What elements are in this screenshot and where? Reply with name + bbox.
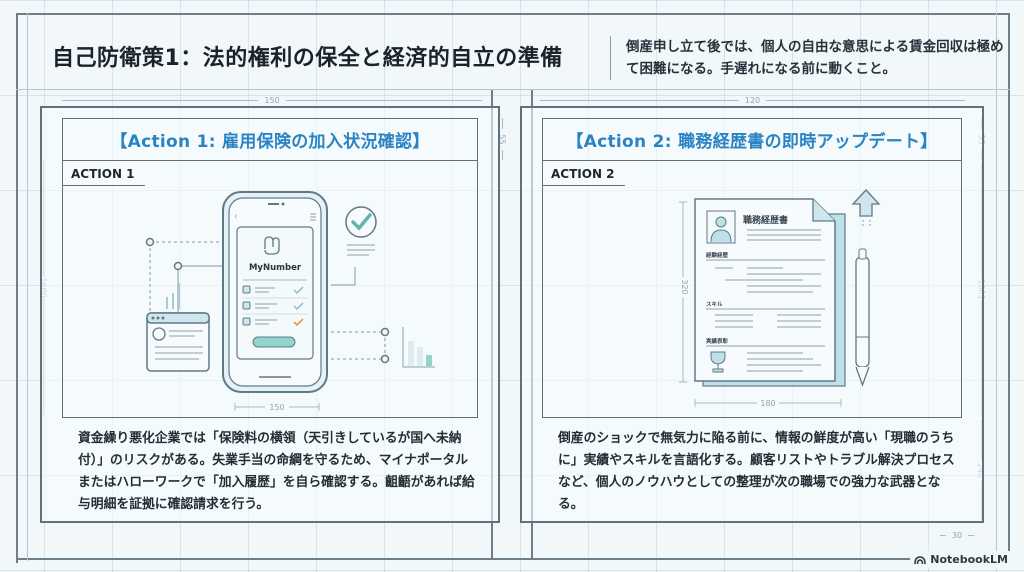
svg-text:スキル: スキル	[706, 301, 723, 308]
inner-frame-right	[996, 13, 997, 561]
svg-text:‹: ‹	[234, 212, 238, 222]
svg-text:職務経歴書: 職務経歴書	[743, 214, 788, 226]
action-panel-2: 【Action 2: 職務経歴書の即時アップデート】 ACTION 2 320	[520, 106, 984, 523]
header-separator	[610, 36, 611, 80]
action-1-tag: ACTION 1	[63, 162, 163, 186]
notebooklm-logo-icon	[914, 555, 927, 564]
header-note: 倒産申し立て後では、個人の自由な意思による賃金回収は極めて困難になる。手遅れにな…	[626, 39, 1004, 77]
header: 自己防衛策1：法的権利の保全と経済的自立の準備 倒産申し立て後では、個人の自由な…	[16, 14, 1010, 90]
upload-arrow-icon	[851, 189, 881, 227]
dimension-panel2-width: 120	[540, 96, 965, 105]
action-2-card: 【Action 2: 職務経歴書の即時アップデート】 ACTION 2 320	[542, 118, 962, 418]
smartphone-icon: ‹ MyNumber	[222, 191, 328, 393]
smartphone-mynumber-illustration: ‹ MyNumber	[145, 191, 435, 412]
action-1-card: 【Action 1: 雇用保険の加入状況確認】 ACTION 1	[62, 118, 478, 418]
page-title: 自己防衛策1：法的権利の保全と経済的自立の準備	[52, 46, 563, 71]
svg-text:320: 320	[680, 279, 689, 294]
action-2-title: 【Action 2: 職務経歴書の即時アップデート】	[543, 119, 961, 161]
svg-text:150: 150	[269, 403, 284, 412]
profile-window-icon	[146, 312, 210, 372]
svg-text:MyNumber: MyNumber	[249, 263, 302, 273]
outer-frame-right	[1008, 13, 1010, 553]
svg-text:経験経歴: 経験経歴	[706, 251, 729, 259]
dimension-title-height-left: 55	[497, 118, 507, 160]
resume-document-icon: 職務経歴書 経験経歴 スキル 実績表彰	[694, 198, 836, 382]
action-1-illustration: ‹ MyNumber	[63, 187, 477, 417]
pen-icon	[855, 248, 870, 387]
svg-text:180: 180	[760, 399, 775, 408]
check-circle-icon	[345, 206, 377, 256]
outer-frame-bottom	[16, 558, 1010, 560]
inner-frame-left	[27, 13, 28, 561]
notebooklm-brand: NotebookLM	[910, 551, 1012, 568]
action-2-tag: ACTION 2	[543, 162, 643, 186]
bar-chart-icon	[402, 327, 435, 368]
action-2-description: 倒産のショックで無気力に陥る前に、情報の鮮度が高い「現職のうちに」実績やスキルを…	[558, 431, 955, 512]
outer-frame-top	[16, 13, 1010, 15]
header-divider	[16, 89, 1010, 90]
action-1-title: 【Action 1: 雇用保険の加入状況確認】	[63, 119, 477, 161]
trophy-icon	[710, 351, 726, 373]
outer-frame-left	[16, 13, 18, 563]
action-1-description: 資金繰り悪化企業では「保険料の横領（天引きしているが国へ未納付）」のリスクがある…	[78, 431, 475, 512]
dimension-panel1-width: 150	[62, 96, 482, 105]
resume-document-illustration: 320 職務経歴書 経験経歴	[679, 189, 881, 408]
svg-text:実績表彰: 実績表彰	[706, 337, 729, 345]
action-2-illustration: 320 職務経歴書 経験経歴	[543, 187, 961, 417]
action-panel-1: 【Action 1: 雇用保険の加入状況確認】 ACTION 1	[40, 106, 500, 523]
dimension-margin: 30	[940, 531, 974, 540]
